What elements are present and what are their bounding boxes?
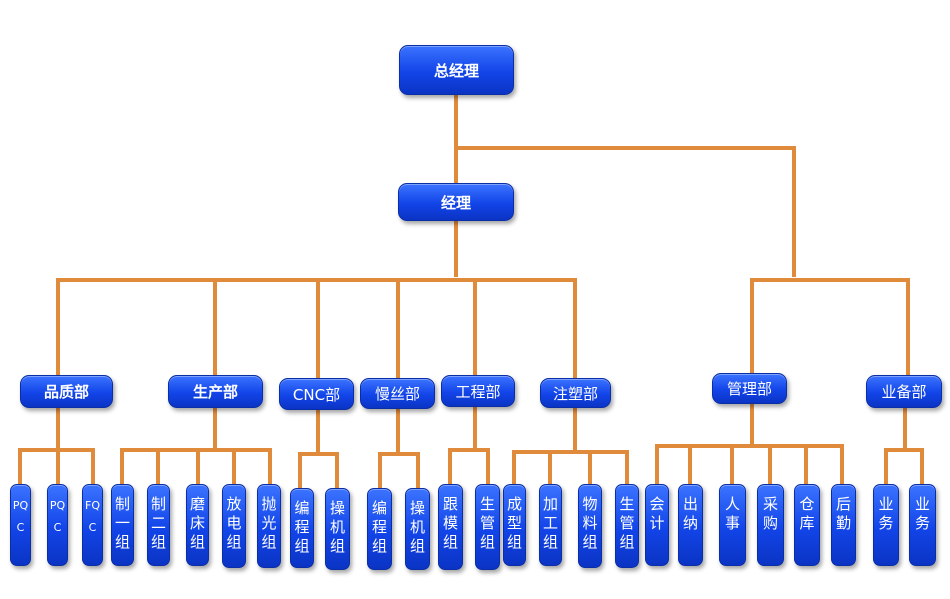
unit-node: 抛光组 [257, 484, 281, 568]
unit-node: 磨床组 [186, 484, 209, 566]
unit-label: 采购 [762, 495, 778, 532]
dept-slow-wire: 慢丝部 [360, 378, 435, 409]
manager-node: 经理 [398, 183, 514, 221]
unit-node: 出纳 [678, 484, 703, 566]
unit-label: 仓库 [799, 495, 815, 532]
unit-label: 抛光组 [261, 495, 277, 551]
unit-label: 放电组 [226, 495, 242, 551]
unit-node: 生管组 [475, 484, 500, 570]
unit-node: 编程组 [290, 488, 314, 568]
unit-label: 操机组 [409, 499, 425, 555]
unit-label: 人事 [724, 495, 740, 532]
unit-node: 编程组 [367, 488, 392, 570]
unit-node: 会计 [645, 484, 669, 566]
dept-label: CNC部 [292, 385, 341, 404]
unit-label: 会计 [649, 495, 665, 532]
unit-label: 磨床组 [189, 495, 205, 551]
dept-production: 生产部 [168, 375, 263, 408]
unit-node: 操机组 [325, 488, 350, 570]
unit-node: 制二组 [147, 484, 170, 566]
unit-label: 物料组 [582, 495, 598, 551]
unit-label: 出纳 [682, 495, 698, 532]
unit-label: 跟模组 [442, 495, 458, 551]
unit-node: 物料组 [578, 484, 602, 568]
unit-label: 编程组 [371, 499, 387, 555]
unit-node: 人事 [719, 484, 746, 566]
unit-node: 操机组 [405, 488, 430, 570]
unit-label: 成型组 [506, 495, 522, 551]
dept-label: 生产部 [192, 383, 238, 401]
unit-node: 采购 [757, 484, 784, 566]
unit-label: 操机组 [329, 499, 345, 555]
dept-label: 工程部 [455, 382, 501, 401]
unit-label: PQC [49, 499, 66, 534]
unit-node: 业务 [873, 484, 899, 566]
unit-label: 生管组 [479, 495, 495, 551]
general-manager-node: 总经理 [399, 45, 514, 95]
unit-node: 生管组 [615, 484, 639, 568]
unit-label: 制一组 [114, 495, 130, 551]
unit-node: 成型组 [503, 484, 526, 566]
unit-label: FQC [85, 499, 100, 534]
unit-label: 加工组 [542, 495, 558, 551]
unit-node: 跟模组 [438, 484, 463, 570]
unit-label: 业务 [878, 495, 894, 532]
dept-management: 管理部 [712, 373, 787, 404]
unit-node: 加工组 [539, 484, 562, 566]
dept-engineering: 工程部 [441, 375, 515, 407]
manager-label: 经理 [440, 193, 471, 212]
unit-node: 业务 [909, 484, 936, 566]
dept-label: 注塑部 [552, 384, 598, 403]
unit-label: 业务 [914, 495, 930, 532]
dept-label: 品质部 [43, 383, 89, 401]
unit-node: 仓库 [794, 484, 820, 566]
dept-quality: 品质部 [20, 375, 113, 408]
general-manager-label: 总经理 [433, 61, 479, 80]
unit-label: 制二组 [150, 495, 166, 551]
dept-label: 业备部 [881, 383, 927, 401]
dept-label: 管理部 [726, 380, 772, 398]
unit-label: 后勤 [835, 495, 851, 532]
unit-node: 制一组 [111, 484, 134, 566]
dept-business: 业备部 [866, 375, 942, 408]
unit-node: FQC [82, 484, 103, 566]
unit-label: PQC [12, 499, 29, 534]
dept-cnc: CNC部 [279, 378, 354, 410]
unit-node: 放电组 [222, 484, 246, 568]
unit-node: PQC [10, 484, 31, 566]
dept-label: 慢丝部 [374, 385, 420, 403]
dept-injection: 注塑部 [540, 378, 611, 408]
unit-node: PQC [47, 484, 68, 566]
unit-node: 后勤 [831, 484, 856, 566]
unit-label: 编程组 [294, 499, 310, 555]
unit-label: 生管组 [619, 495, 635, 551]
